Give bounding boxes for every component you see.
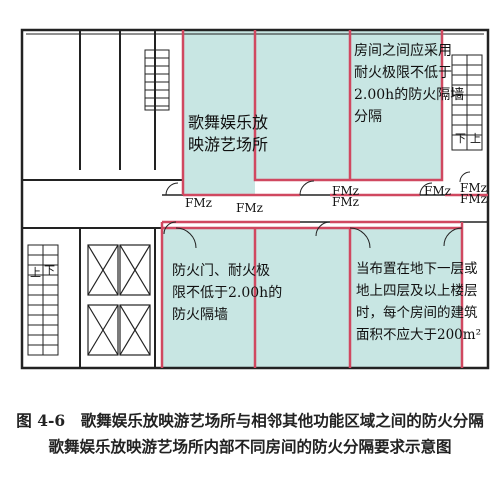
fire-walls — [160, 30, 488, 368]
left-stair — [27, 244, 59, 356]
left-stair-up: 上 — [30, 266, 41, 279]
bottom-right-note: 当布置在地下一层或 地上四层及以上楼层 时，每个房间的建筑 面积不应大于200m… — [356, 261, 481, 343]
caption-line-1: 图 4-6 歌舞娱乐放映游艺场所与相邻其他功能区域之间的防火分隔 — [16, 411, 484, 430]
left-stair-down: 下 — [44, 264, 55, 277]
room-bottom-middle-fill — [255, 228, 350, 368]
room-ktv-fill — [183, 30, 255, 195]
fmz-label-5: FMz FMz — [460, 181, 487, 206]
room-bottom-left-fill — [162, 228, 255, 368]
fmz-label-1: FMz — [185, 196, 212, 210]
right-stair — [451, 54, 483, 151]
door-swings — [163, 171, 471, 249]
figure-caption: 图 4-6 歌舞娱乐放映游艺场所与相邻其他功能区域之间的防火分隔 歌舞娱乐放映游… — [0, 408, 500, 460]
top-right-note: 房间之间应采用 耐火极限不低于 2.00h的防火隔墙 分隔 — [354, 43, 465, 125]
room-top-middle-fill — [255, 30, 350, 180]
fmz-label-3: FMz FMz — [332, 184, 359, 209]
room-bottom-right-fill — [350, 228, 462, 368]
door-note: 防火门、耐火极 限不低于2.00h的 防火隔墙 — [172, 263, 283, 323]
right-stair-up: 上 — [470, 132, 481, 145]
caption-line-2: 歌舞娱乐放映游艺场所内部不同房间的防火分隔要求示意图 — [48, 437, 452, 456]
floor-plan — [20, 28, 490, 370]
elevators — [87, 244, 151, 356]
fmz-label-4: FMz — [424, 184, 451, 198]
room-top-right-fill — [350, 30, 442, 180]
left-top-stair — [144, 49, 170, 111]
fmz-label-2: FMz — [236, 201, 263, 215]
right-stair-down: 下 — [455, 132, 466, 145]
ktv-room-label: 歌舞娱乐放 映游艺场所 — [188, 113, 269, 154]
